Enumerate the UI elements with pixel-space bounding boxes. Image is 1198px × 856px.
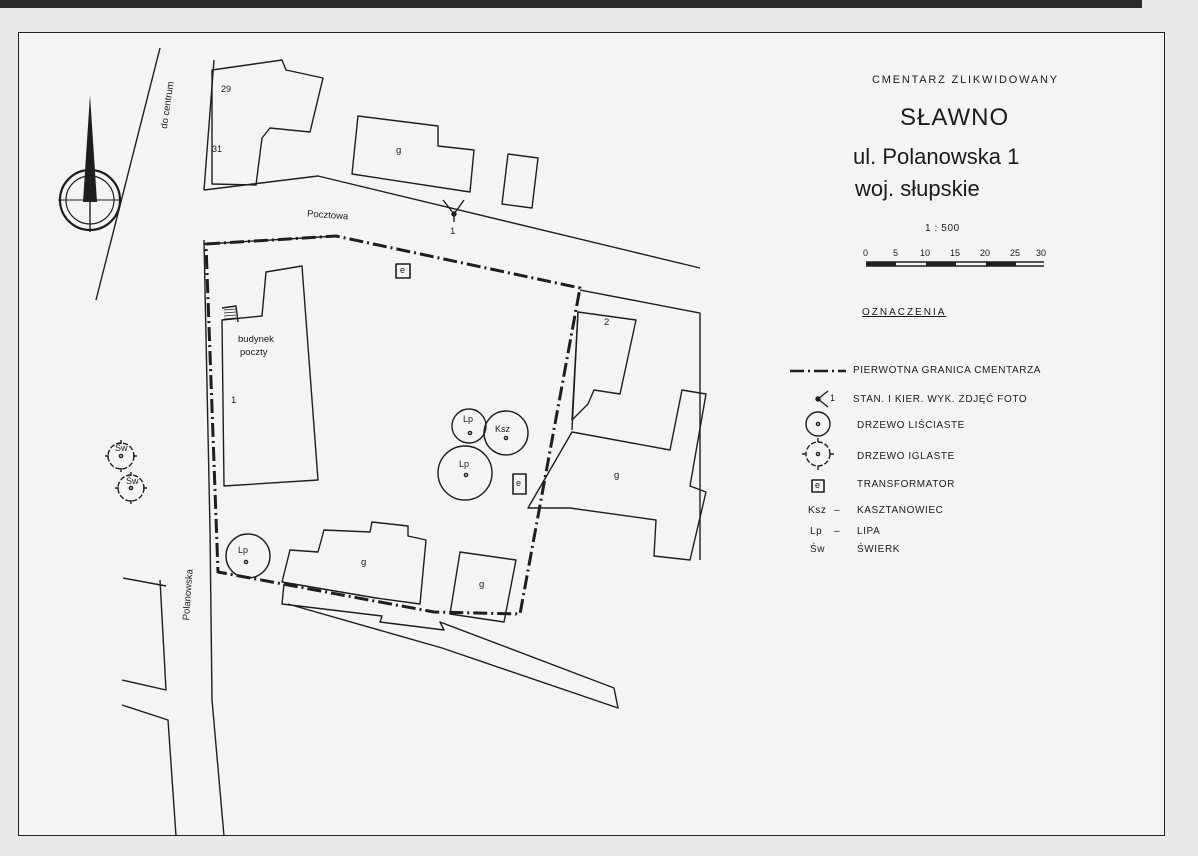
map-frame (18, 32, 1165, 836)
post-office-building (221, 265, 319, 487)
legend-photo-station-icon (815, 390, 829, 408)
cemetery-original-boundary (204, 234, 582, 616)
garage-bottom-right (449, 551, 517, 623)
legend-conifer-tree-icon (802, 438, 834, 470)
transformer-marker (512, 473, 527, 495)
transformer-marker (395, 263, 411, 279)
building-2 (571, 311, 637, 421)
conifer-tree (105, 440, 137, 472)
photo-station-icon (442, 199, 465, 222)
street-polanowska-east-edge (203, 239, 225, 837)
strip-building-bottom (281, 583, 619, 709)
small-building-top (501, 153, 539, 209)
conifer-tree (115, 472, 147, 504)
garage-bottom-left (281, 521, 427, 605)
scale-bar (866, 261, 1044, 267)
street-do-centrum-west-edge (95, 47, 161, 301)
garage-top (351, 115, 475, 193)
north-arrow-icon (58, 95, 122, 232)
scan-top-edge (0, 0, 1142, 8)
street-polanowska-west-edge (121, 579, 167, 691)
garage-right (527, 389, 707, 561)
deciduous-tree-cluster (437, 408, 529, 501)
building-29-31 (211, 59, 324, 186)
legend-transformer-icon (811, 479, 825, 493)
deciduous-tree-lp-corner (225, 533, 271, 579)
legend-deciduous-tree-icon (805, 411, 831, 437)
